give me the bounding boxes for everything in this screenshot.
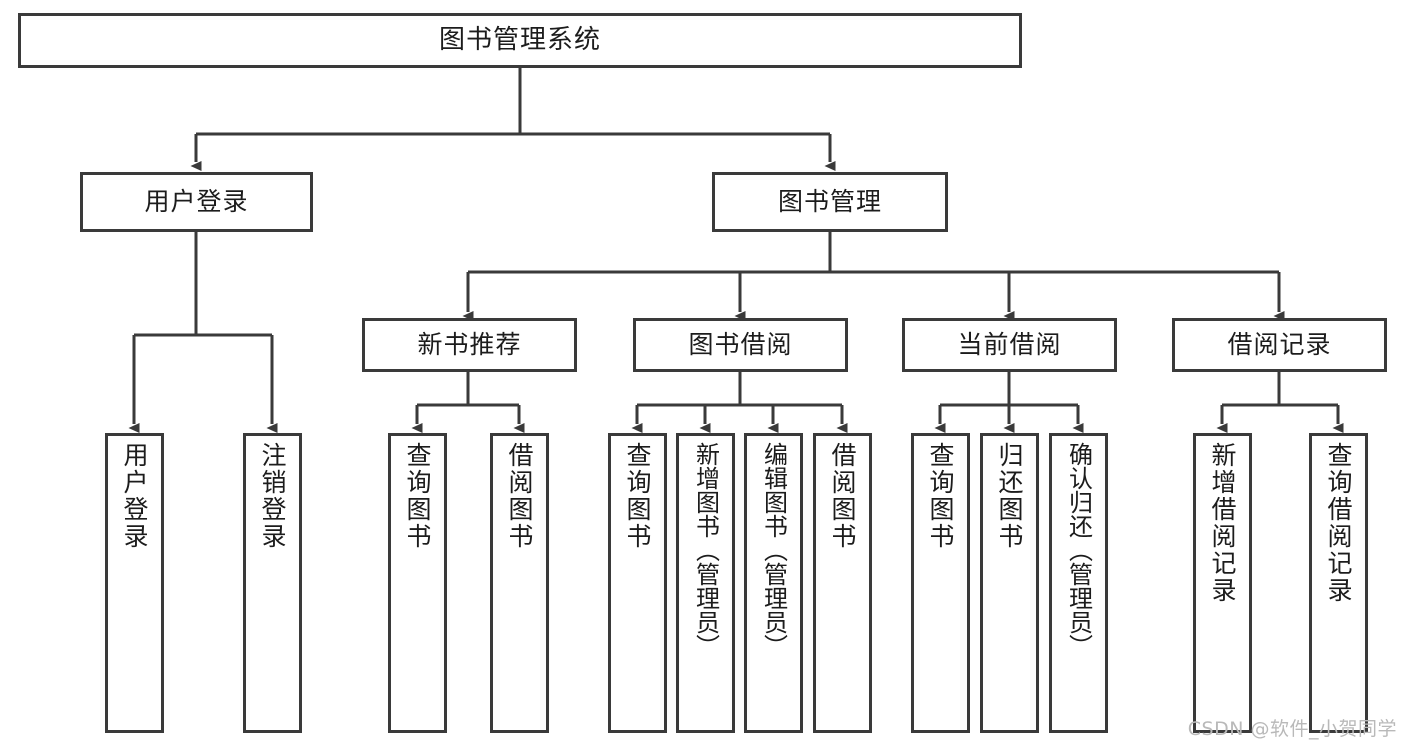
node-leaf-edit-book[interactable]: 编辑图书（管理员） bbox=[744, 433, 803, 733]
csdn-watermark: CSDN @软件_小贺同学 bbox=[1187, 718, 1397, 740]
node-leaf-query-book-2-label: 查询图书 bbox=[623, 442, 652, 550]
node-leaf-logout-login-label: 注销登录 bbox=[258, 442, 287, 550]
node-leaf-add-record-label: 新增借阅记录 bbox=[1208, 442, 1237, 604]
node-leaf-borrow-book-1-label: 借阅图书 bbox=[505, 442, 534, 550]
node-leaf-query-book-2[interactable]: 查询图书 bbox=[608, 433, 667, 733]
node-leaf-logout-login[interactable]: 注销登录 bbox=[243, 433, 302, 733]
node-leaf-user-login-label: 用户登录 bbox=[120, 442, 149, 550]
node-leaf-query-book-1[interactable]: 查询图书 bbox=[388, 433, 447, 733]
node-root-label: 图书管理系统 bbox=[438, 25, 601, 56]
node-leaf-return-book[interactable]: 归还图书 bbox=[980, 433, 1039, 733]
node-leaf-confirm-return-label: 确认归还（管理员） bbox=[1064, 442, 1093, 658]
node-leaf-query-book-3-label: 查询图书 bbox=[926, 442, 955, 550]
node-leaf-query-book-1-label: 查询图书 bbox=[403, 442, 432, 550]
node-leaf-add-book-label: 新增图书（管理员） bbox=[691, 442, 720, 658]
node-leaf-confirm-return[interactable]: 确认归还（管理员） bbox=[1049, 433, 1108, 733]
node-book-manage[interactable]: 图书管理 bbox=[712, 172, 948, 232]
node-leaf-query-book-3[interactable]: 查询图书 bbox=[911, 433, 970, 733]
node-leaf-borrow-book-2[interactable]: 借阅图书 bbox=[813, 433, 872, 733]
node-user-login-label: 用户登录 bbox=[144, 187, 249, 217]
node-leaf-add-record[interactable]: 新增借阅记录 bbox=[1193, 433, 1252, 733]
node-new-book-recommend[interactable]: 新书推荐 bbox=[362, 318, 577, 372]
node-current-borrow[interactable]: 当前借阅 bbox=[902, 318, 1117, 372]
node-leaf-user-login[interactable]: 用户登录 bbox=[105, 433, 164, 733]
node-current-borrow-label: 当前借阅 bbox=[957, 330, 1062, 360]
node-book-borrow-label: 图书借阅 bbox=[688, 330, 793, 360]
node-user-login[interactable]: 用户登录 bbox=[80, 172, 313, 232]
node-root[interactable]: 图书管理系统 bbox=[18, 13, 1022, 68]
node-book-borrow[interactable]: 图书借阅 bbox=[633, 318, 848, 372]
node-book-manage-label: 图书管理 bbox=[777, 187, 882, 217]
node-leaf-edit-book-label: 编辑图书（管理员） bbox=[759, 442, 788, 658]
node-borrow-record-label: 借阅记录 bbox=[1227, 330, 1332, 360]
node-borrow-record[interactable]: 借阅记录 bbox=[1172, 318, 1387, 372]
node-leaf-borrow-book-2-label: 借阅图书 bbox=[828, 442, 857, 550]
node-leaf-add-book[interactable]: 新增图书（管理员） bbox=[676, 433, 735, 733]
node-leaf-return-book-label: 归还图书 bbox=[995, 442, 1024, 550]
node-leaf-query-record[interactable]: 查询借阅记录 bbox=[1309, 433, 1368, 733]
node-leaf-borrow-book-1[interactable]: 借阅图书 bbox=[490, 433, 549, 733]
node-new-book-recommend-label: 新书推荐 bbox=[417, 330, 522, 360]
node-leaf-query-record-label: 查询借阅记录 bbox=[1324, 442, 1353, 604]
